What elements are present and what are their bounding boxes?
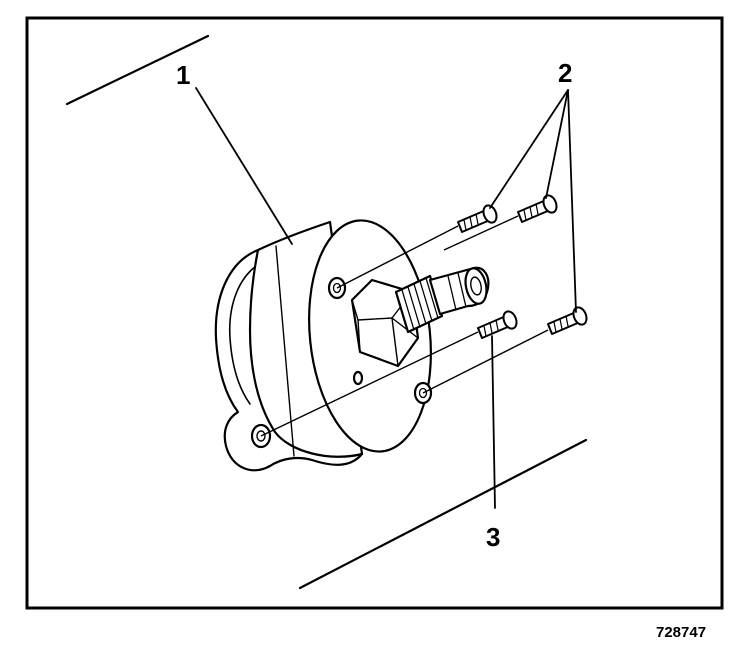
sensor-assembly	[214, 219, 490, 472]
leader-part-2b	[545, 89, 569, 199]
lower-left-bolt	[477, 310, 518, 339]
face-locating-hole	[352, 370, 364, 386]
bolt-upper-right	[517, 194, 558, 223]
leader-part-1	[195, 87, 293, 245]
bolt-upper-left	[457, 204, 498, 233]
leader-lines	[195, 87, 577, 509]
leader-part-2a	[489, 89, 569, 209]
callout-2: 2	[558, 58, 572, 88]
leader-part-3	[491, 335, 496, 509]
figure-id: 728747	[656, 624, 706, 641]
upper-bolts	[457, 194, 558, 233]
background-surface-lines	[65, 34, 588, 590]
diagram-frame	[25, 16, 724, 610]
leader-part-2c	[567, 89, 577, 313]
lower-right-bolt	[547, 306, 588, 335]
callout-3: 3	[486, 522, 500, 552]
callout-1: 1	[176, 60, 190, 90]
alignment-lines	[260, 215, 549, 437]
